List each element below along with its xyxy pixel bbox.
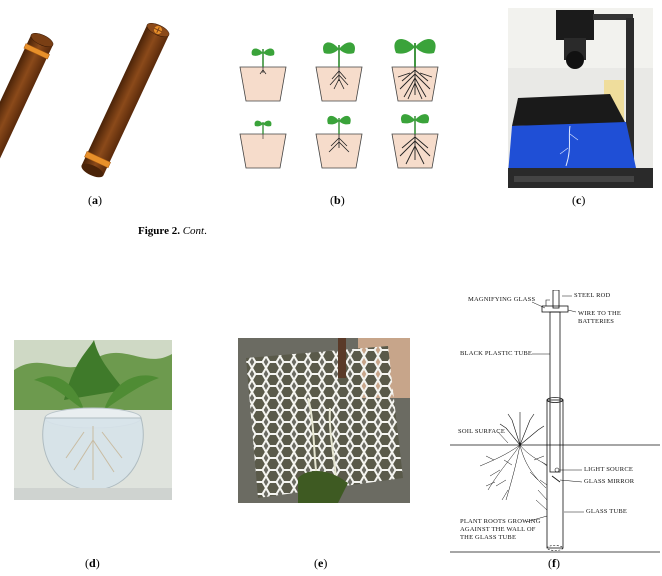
label-a: (a) <box>88 193 102 207</box>
ann-wire-2: BATTERIES <box>578 318 615 325</box>
ring-right <box>84 151 111 169</box>
pot-5 <box>315 115 363 169</box>
ann-glass-tube: GLASS TUBE <box>586 508 628 515</box>
ann-steel-rod: STEEL ROD <box>574 292 611 299</box>
ann-black-tube: BLACK PLASTIC TUBE <box>460 350 533 357</box>
pot-1 <box>239 48 287 102</box>
panel-d-photo <box>14 340 172 500</box>
light-source <box>554 467 560 473</box>
blue-plate <box>508 122 636 174</box>
tube-right <box>81 22 170 178</box>
label-b: (b) <box>330 193 345 207</box>
label-c: (c) <box>572 193 586 207</box>
magnifying-glass <box>541 305 569 313</box>
black-plastic-tube <box>549 311 561 473</box>
ann-magnifying-glass: MAGNIFYING GLASS <box>468 296 536 303</box>
label-e: (e) <box>314 556 328 570</box>
camera-body <box>556 10 594 40</box>
ann-glass-mirror: GLASS MIRROR <box>584 478 635 485</box>
panel-e-photo <box>238 338 410 503</box>
ann-light-source: LIGHT SOURCE <box>584 466 634 473</box>
label-f: (f) <box>548 556 560 570</box>
ann-roots-3: THE GLASS TUBE <box>460 534 517 541</box>
ann-soil-surface: SOIL SURFACE <box>458 428 506 435</box>
pot-6 <box>391 114 439 169</box>
panel-f-diagram <box>450 290 660 553</box>
ring-left <box>23 43 50 60</box>
tube-left <box>0 32 54 182</box>
label-d: (d) <box>85 556 100 570</box>
plant-roots <box>479 444 548 511</box>
pot-4 <box>239 120 287 169</box>
hex-mesh <box>246 346 403 498</box>
panel-b-pots <box>239 39 439 169</box>
glass-mirror <box>551 475 561 483</box>
ann-wire-1: WIRE TO THE <box>578 310 622 317</box>
figure-caption: Figure 2. Cont. <box>138 225 207 237</box>
panel-c-photo <box>508 8 653 188</box>
plant-shoot <box>499 412 545 446</box>
ann-roots-2: AGAINST THE WALL OF <box>460 526 536 533</box>
pot-3 <box>391 39 439 102</box>
glass-tube <box>546 399 564 549</box>
pot-2 <box>315 42 363 102</box>
panel-a-tubes <box>0 22 170 182</box>
ann-roots-1: PLANT ROOTS GROWING <box>460 518 541 525</box>
